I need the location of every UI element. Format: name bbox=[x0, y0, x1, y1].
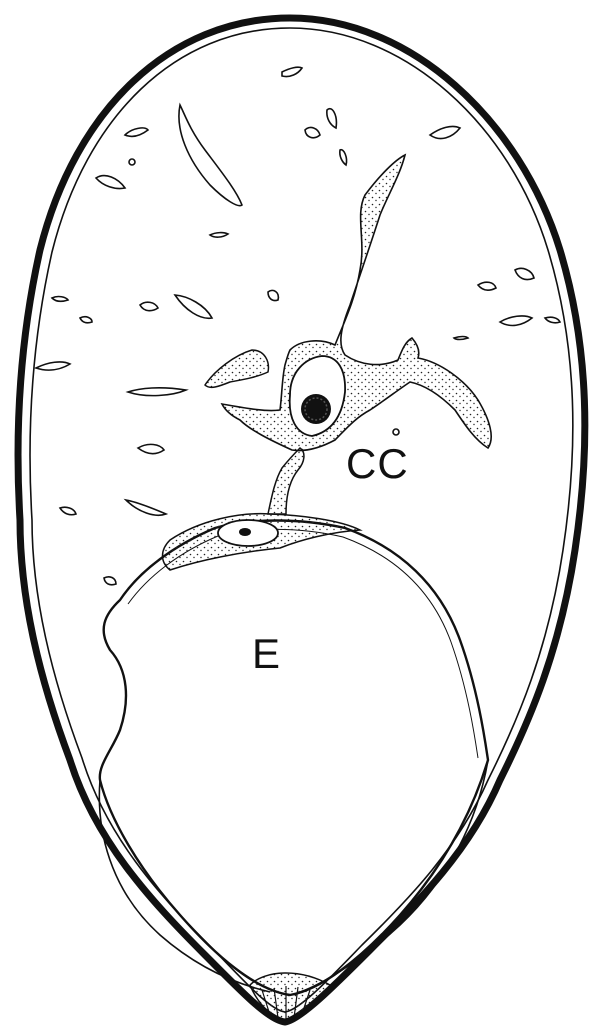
egg-cell bbox=[100, 521, 488, 996]
connecting-stalk bbox=[268, 448, 304, 514]
central-cell-cytoplasm bbox=[222, 155, 491, 451]
central-cell-label: CC bbox=[346, 443, 409, 485]
wall-strand-right bbox=[300, 760, 488, 992]
egg-nucleolus bbox=[239, 528, 251, 536]
egg-label: E bbox=[252, 633, 280, 675]
wall-strand-left bbox=[99, 780, 270, 992]
left-cytoplasmic-blob bbox=[205, 350, 268, 387]
scattered-inclusions bbox=[36, 67, 560, 585]
